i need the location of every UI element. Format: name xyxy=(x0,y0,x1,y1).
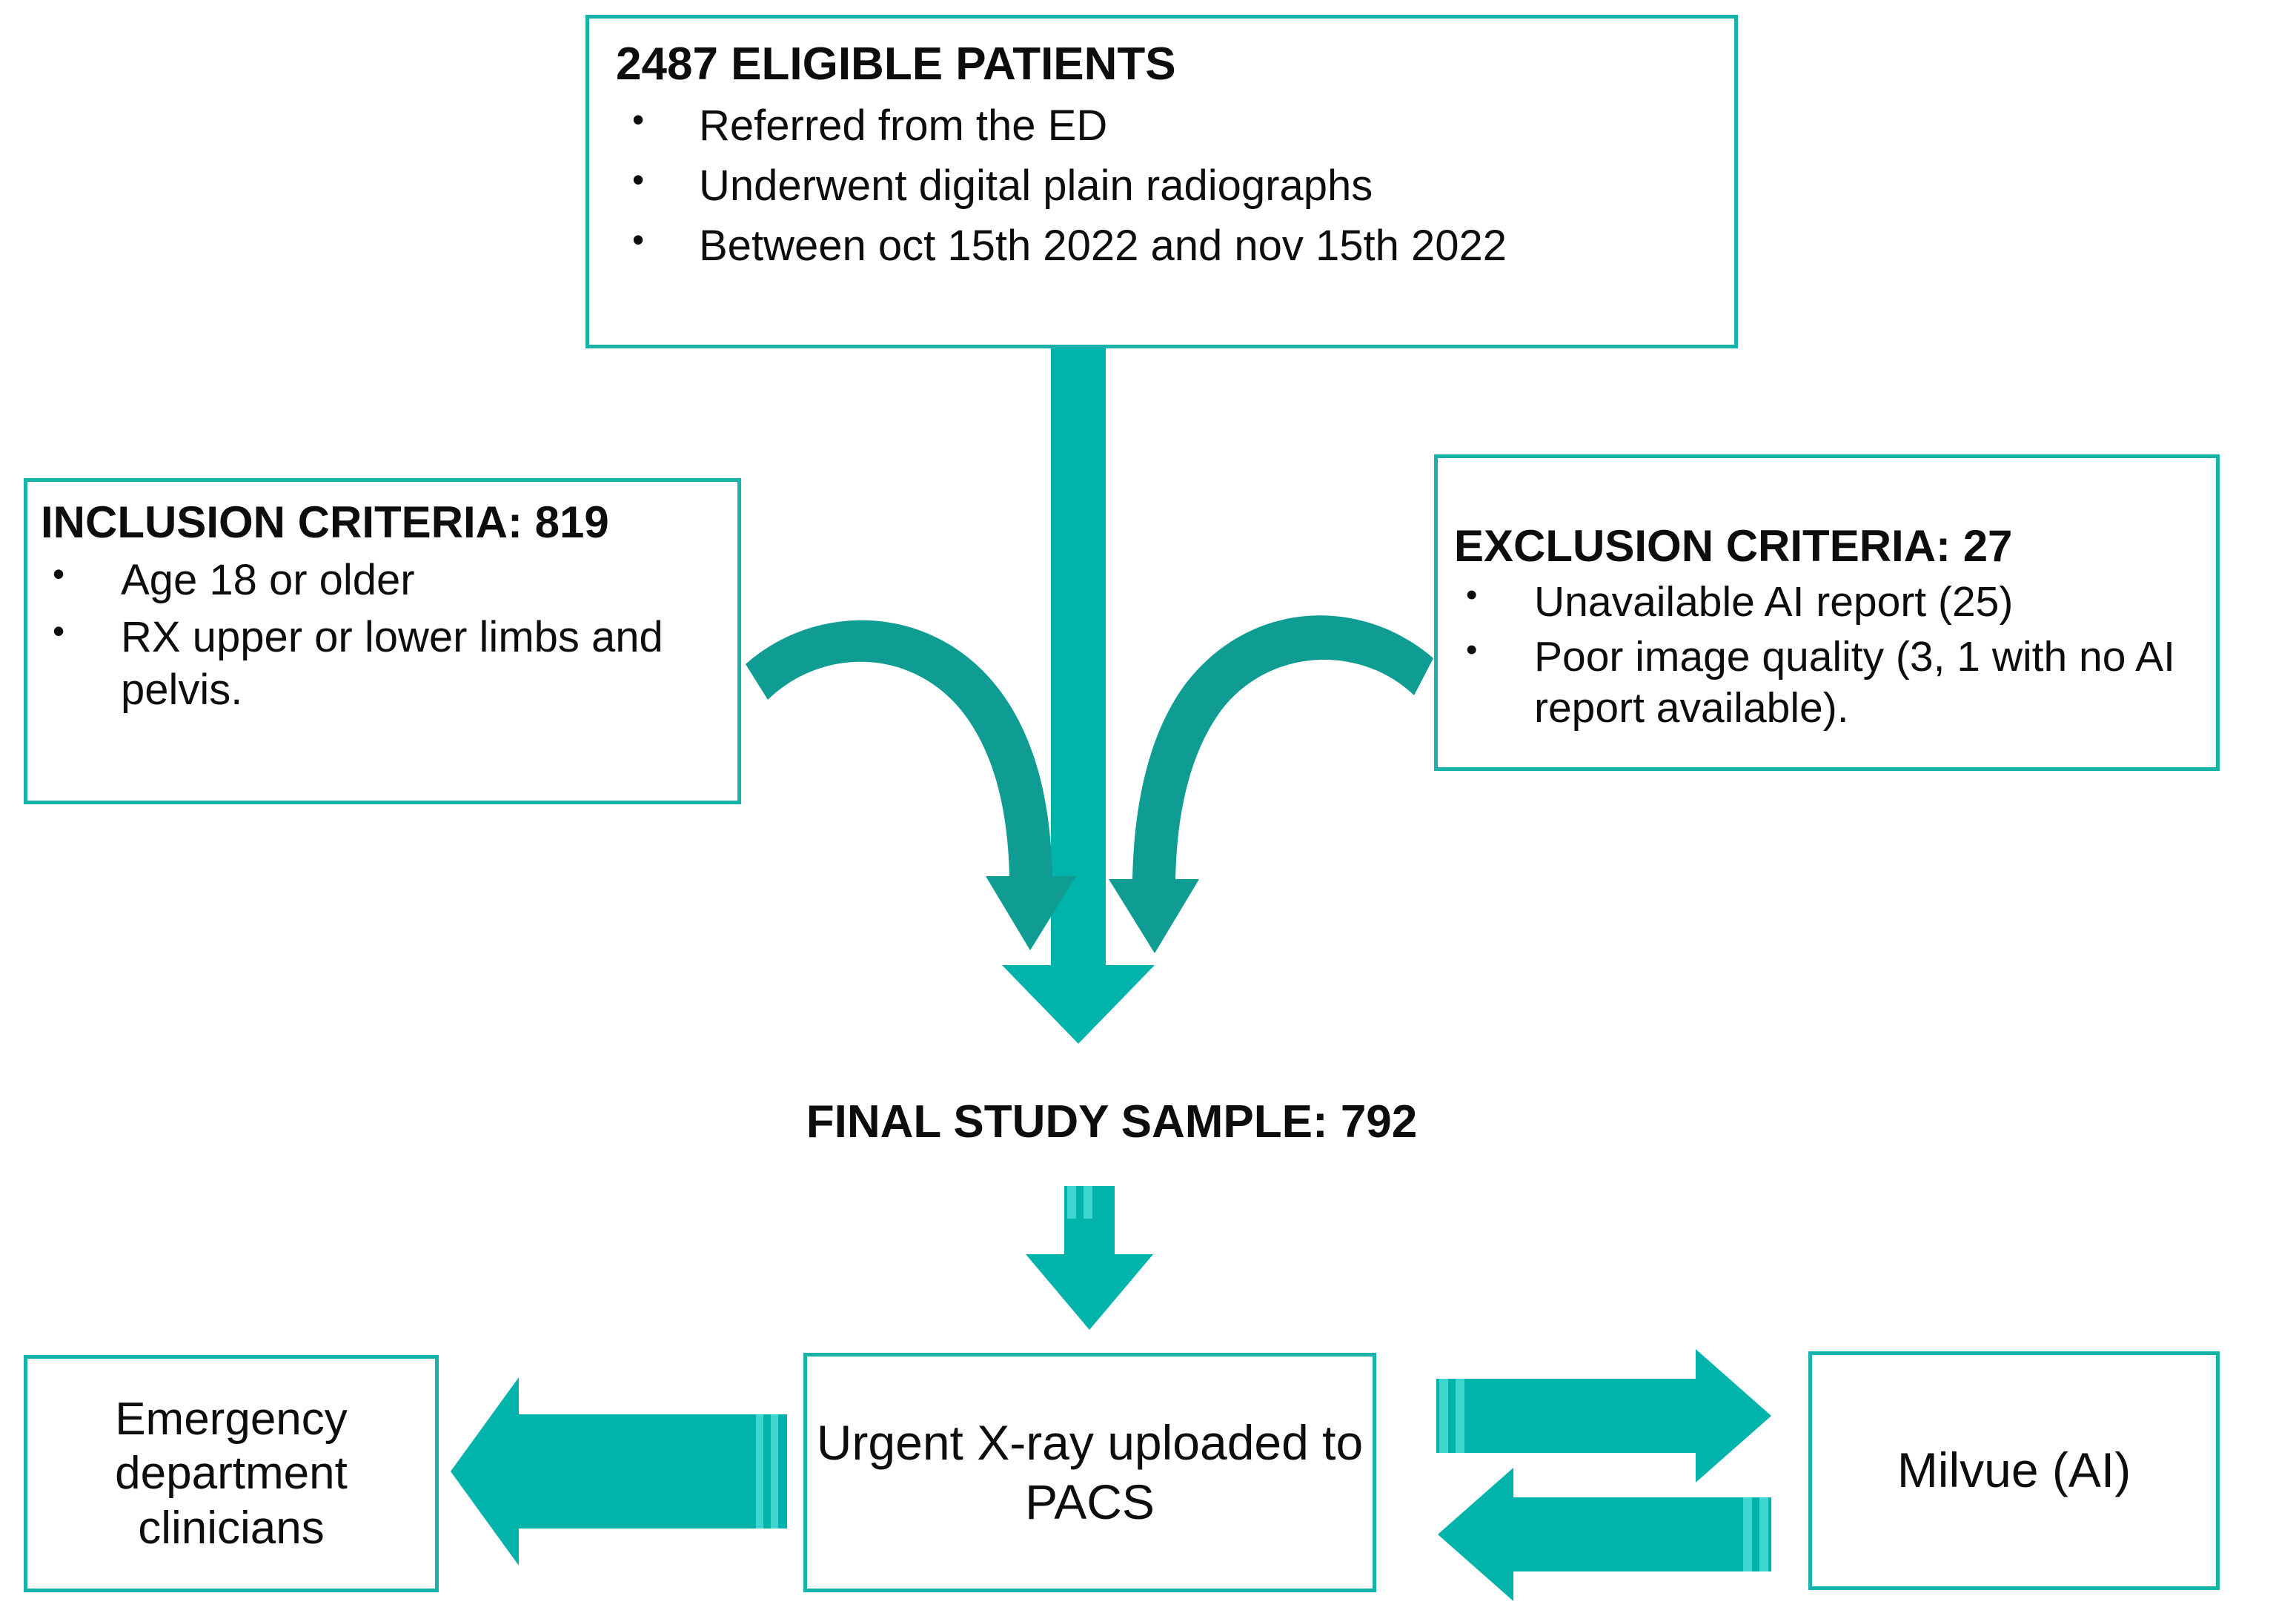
eligible-patients-title: 2487 ELIGIBLE PATIENTS xyxy=(616,39,1176,90)
list-item: Unavailable AI report (25) xyxy=(1454,575,2216,629)
milvue-ai-box: Milvue (AI) xyxy=(1808,1351,2220,1590)
list-item: RX upper or lower limbs and pelvis. xyxy=(41,610,737,717)
arrow-milvue-to-pacs xyxy=(1438,1468,1771,1601)
exclusion-criteria-title: EXCLUSION CRITERIA: 27 xyxy=(1454,521,2013,571)
inclusion-criteria-bullet-list: Age 18 or older RX upper or lower limbs … xyxy=(41,553,737,717)
list-item: Between oct 15th 2022 and nov 15th 2022 xyxy=(616,219,1734,273)
arrow-pacs-to-ed xyxy=(451,1377,787,1566)
list-item: Age 18 or older xyxy=(41,553,737,607)
emergency-department-clinicians-label: Emergency department clinicians xyxy=(115,1394,348,1554)
exclusion-criteria-bullet-list: Unavailable AI report (25) Poor image qu… xyxy=(1454,575,2216,735)
arrow-to-inclusion xyxy=(746,620,1076,950)
list-item: Underwent digital plain radiographs xyxy=(616,159,1734,213)
milvue-ai-label: Milvue (AI) xyxy=(1897,1443,2131,1498)
urgent-xray-pacs-label: Urgent X-ray uploaded to PACS xyxy=(816,1415,1364,1529)
arrow-final-to-pacs xyxy=(1026,1186,1153,1330)
emergency-department-clinicians-box: Emergency department clinicians xyxy=(24,1355,439,1592)
arrow-pacs-to-milvue xyxy=(1436,1349,1771,1483)
list-item: Referred from the ED xyxy=(616,99,1734,153)
urgent-xray-pacs-box: Urgent X-ray uploaded to PACS xyxy=(803,1353,1376,1592)
final-study-sample-label: FINAL STUDY SAMPLE: 792 xyxy=(806,1096,1418,1147)
eligible-patients-bullet-list: Referred from the ED Underwent digital p… xyxy=(616,99,1734,273)
inclusion-criteria-box: INCLUSION CRITERIA: 819 Age 18 or older … xyxy=(24,478,741,804)
exclusion-criteria-box: EXCLUSION CRITERIA: 27 Unavailable AI re… xyxy=(1434,454,2220,771)
inclusion-criteria-title: INCLUSION CRITERIA: 819 xyxy=(41,497,609,547)
arrow-to-exclusion xyxy=(1109,615,1433,953)
eligible-patients-box: 2487 ELIGIBLE PATIENTS Referred from the… xyxy=(585,15,1738,348)
list-item: Poor image quality (3, 1 with no AI repo… xyxy=(1454,630,2216,735)
